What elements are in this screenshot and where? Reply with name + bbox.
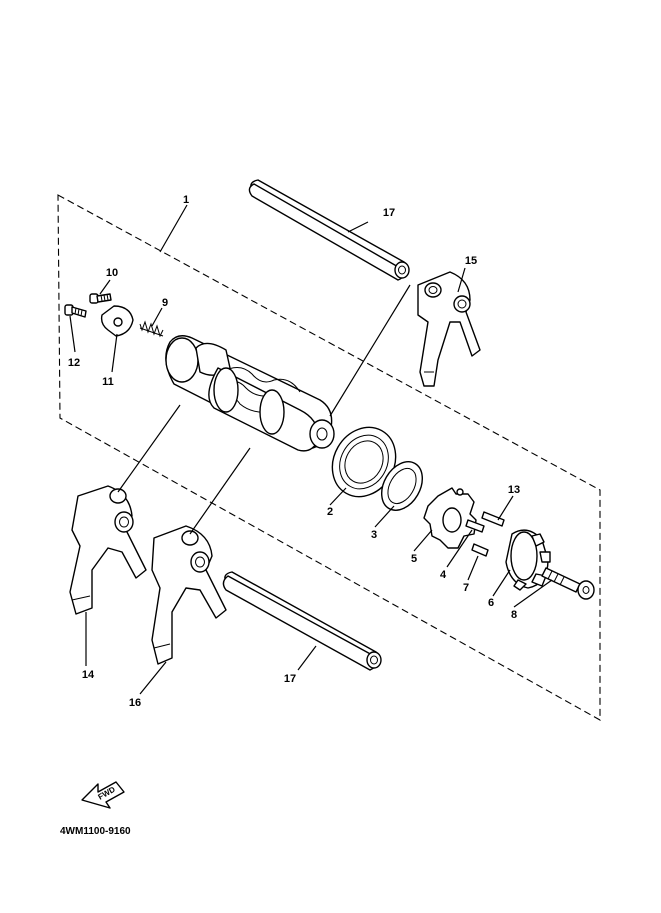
shift-fork-shaft-bottom bbox=[222, 571, 382, 671]
label-part-17-top: 17 bbox=[383, 207, 395, 219]
bolt-8 bbox=[541, 567, 595, 600]
label-part-3: 3 bbox=[371, 529, 377, 541]
label-part-6: 6 bbox=[488, 597, 494, 609]
shift-fork-shaft-top bbox=[248, 179, 410, 281]
label-part-1: 1 bbox=[183, 194, 189, 206]
shift-drum-1 bbox=[165, 335, 335, 452]
label-part-10: 10 bbox=[106, 267, 118, 279]
fwd-arrow-icon: FWD bbox=[81, 781, 125, 809]
assembly-boundary bbox=[57, 194, 601, 721]
leader-lines bbox=[69, 204, 553, 695]
label-part-13: 13 bbox=[508, 484, 520, 496]
segment-6 bbox=[505, 529, 551, 591]
label-part-15: 15 bbox=[465, 255, 477, 267]
pin-13 bbox=[481, 511, 505, 527]
shift-fork-15 bbox=[417, 271, 481, 387]
label-part-12: 12 bbox=[68, 357, 80, 369]
spring-9 bbox=[139, 320, 164, 338]
pin-7 bbox=[471, 543, 489, 557]
label-part-4: 4 bbox=[440, 569, 447, 581]
bearing-2 bbox=[331, 426, 397, 498]
label-part-17-bottom: 17 bbox=[284, 673, 296, 685]
label-part-7: 7 bbox=[463, 582, 469, 594]
label-part-8: 8 bbox=[511, 609, 517, 621]
stopper-plate-11 bbox=[100, 305, 134, 337]
part-labels: 1 2 3 4 5 6 7 8 9 10 11 12 13 14 15 16 1… bbox=[68, 194, 520, 709]
label-part-5: 5 bbox=[411, 553, 417, 565]
pin-4 bbox=[465, 519, 485, 533]
label-part-9: 9 bbox=[162, 297, 168, 309]
diagram-code: 4WM1100-9160 bbox=[60, 826, 131, 837]
segment-5 bbox=[423, 487, 477, 549]
label-part-16: 16 bbox=[129, 697, 141, 709]
screw-12 bbox=[64, 304, 87, 318]
shift-fork-16 bbox=[151, 525, 227, 665]
label-part-2: 2 bbox=[327, 506, 333, 518]
label-part-11: 11 bbox=[102, 376, 114, 388]
ring-3 bbox=[381, 461, 423, 511]
shift-fork-14 bbox=[69, 485, 147, 615]
label-part-14: 14 bbox=[82, 669, 95, 681]
screw-10 bbox=[89, 293, 112, 304]
